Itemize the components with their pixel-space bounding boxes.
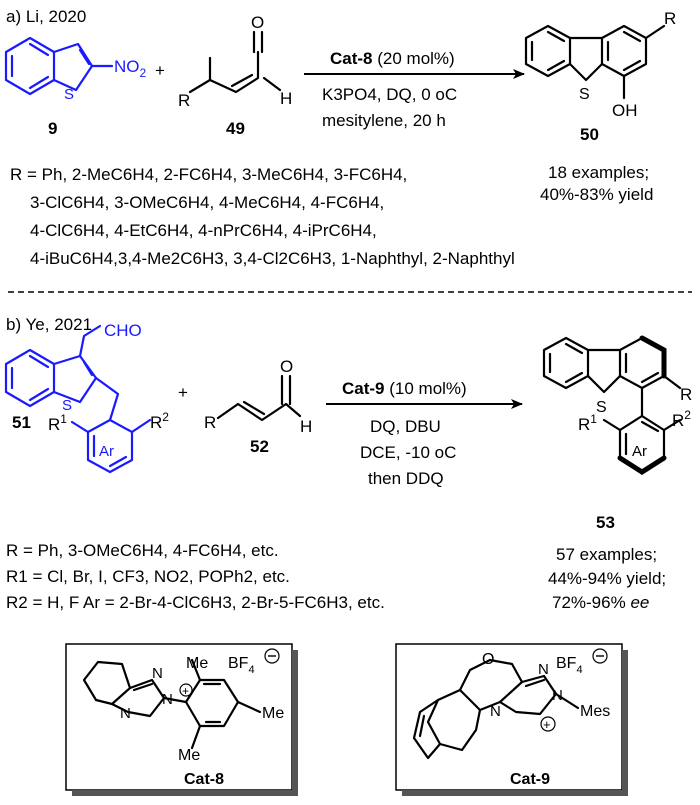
conditions-a-line3: mesitylene, 20 h (322, 111, 446, 130)
compound-50-r: R (664, 9, 676, 28)
compound-9-no2: NO2 (114, 57, 147, 80)
compound-53-structure (542, 335, 682, 475)
compound-49-structure (188, 30, 282, 94)
compound-49-h: H (280, 89, 292, 108)
r-list-a-line4: 4-iBuC6H4,3,4-Me2C6H3, 3,4-Cl2C6H3, 1-Na… (30, 249, 515, 268)
cat9-bf4: BF4 (556, 655, 583, 676)
cat9-n1: N (538, 661, 549, 678)
cat8-structure (82, 658, 262, 750)
cat9-box-shadow (622, 650, 628, 796)
compound-52-o: O (280, 357, 293, 376)
cat8-minus-charge (264, 648, 280, 664)
conditions-b-line2: DQ, DBU (370, 417, 441, 436)
compound-51-ar: Ar (99, 443, 114, 460)
compound-53-r1: R1 (578, 412, 597, 434)
compound-50-s: S (579, 86, 590, 103)
ee-b: 72%-96% ee (552, 593, 649, 612)
cat8-n3: N (120, 705, 131, 722)
compound-51-structure (4, 324, 152, 474)
cat9-minus-charge (592, 648, 608, 664)
compound-53-r2: R2 (672, 408, 691, 430)
compound-49-o: O (251, 13, 264, 32)
cat9-mes: Mes (580, 703, 610, 720)
r-list-a-line1: R = Ph, 2-MeC6H4, 2-FC6H4, 3-MeC6H4, 3-F… (10, 165, 407, 184)
compound-51-r2: R2 (150, 410, 169, 432)
conditions-b-line3: DCE, -10 oC (360, 443, 456, 462)
section-a-header: a) Li, 2020 (6, 7, 86, 26)
compound-53-ar: Ar (632, 443, 647, 460)
cat8-me-top: Me (186, 655, 208, 672)
cat8-n2: N (162, 691, 173, 708)
compound-50-structure (524, 24, 666, 100)
compound-52-h: H (300, 417, 312, 436)
compound-51-label: 51 (12, 413, 31, 432)
compound-51-r1: R1 (48, 412, 67, 434)
cat8-me-bottom: Me (178, 747, 200, 764)
compound-9-label: 9 (48, 119, 57, 138)
compound-52-r: R (204, 413, 216, 432)
cat9-plus-charge (540, 716, 556, 732)
cat9-structure (412, 658, 580, 760)
r-list-a-line3: 4-ClC6H4, 4-EtC6H4, 4-nPrC6H4, 4-iPrC6H4… (30, 221, 377, 240)
cat8-me-right: Me (262, 705, 284, 722)
plus-b: + (178, 383, 188, 402)
cat8-bf4: BF4 (228, 655, 255, 676)
plus-a: + (155, 61, 165, 80)
compound-53-r: R (680, 385, 692, 404)
cat9-box (395, 643, 623, 791)
r2-def-b: R2 = H, F Ar = 2-Br-4-ClC6H3, 2-Br-5-FC6… (6, 593, 385, 612)
r-list-a-line2: 3-ClC6H4, 3-OMeC6H4, 4-MeC6H4, 4-FC6H4, (30, 193, 384, 212)
compound-52-label: 52 (250, 437, 269, 456)
compound-53-s: S (596, 399, 607, 416)
yield-b: 44%-94% yield; (548, 569, 666, 588)
compound-53-label: 53 (596, 513, 615, 532)
compound-49-r: R (178, 91, 190, 110)
cat8-n1: N (152, 665, 163, 682)
cat9-n3: N (490, 703, 501, 720)
catalyst-a: Cat-8 (20 mol%) (330, 49, 455, 68)
r1-def-b: R1 = Cl, Br, I, CF3, NO2, POPh2, etc. (6, 567, 290, 586)
compound-50-label: 50 (580, 125, 599, 144)
compound-50-oh: OH (612, 101, 638, 120)
cat9-label: Cat-9 (510, 771, 550, 788)
cat8-box-shadow (292, 650, 298, 796)
cat9-o: O (482, 651, 494, 668)
compound-49-label: 49 (226, 119, 245, 138)
compound-51-s: S (62, 397, 72, 414)
compound-51-cho: CHO (104, 321, 142, 340)
examples-b: 57 examples; (556, 545, 657, 564)
yield-a: 40%-83% yield (540, 185, 653, 204)
conditions-b-line4: then DDQ (368, 469, 444, 488)
cat8-plus-charge (179, 683, 193, 697)
section-b-header: b) Ye, 2021 (6, 315, 92, 334)
cat8-plus-sign: + (182, 684, 189, 698)
cat8-box (65, 643, 293, 791)
cat9-plus-sign: + (543, 717, 551, 732)
conditions-a-line2: K3PO4, DQ, 0 oC (322, 85, 457, 104)
r-def-b: R = Ph, 3-OMeC6H4, 4-FC6H4, etc. (6, 541, 279, 560)
compound-9-structure (4, 36, 114, 96)
compound-9-s: S (64, 86, 74, 103)
cat9-n2: N (552, 687, 563, 704)
compound-52-structure (216, 374, 302, 422)
cat8-label: Cat-8 (184, 771, 224, 788)
catalyst-b: Cat-9 (10 mol%) (342, 379, 467, 398)
examples-a: 18 examples; (548, 163, 649, 182)
